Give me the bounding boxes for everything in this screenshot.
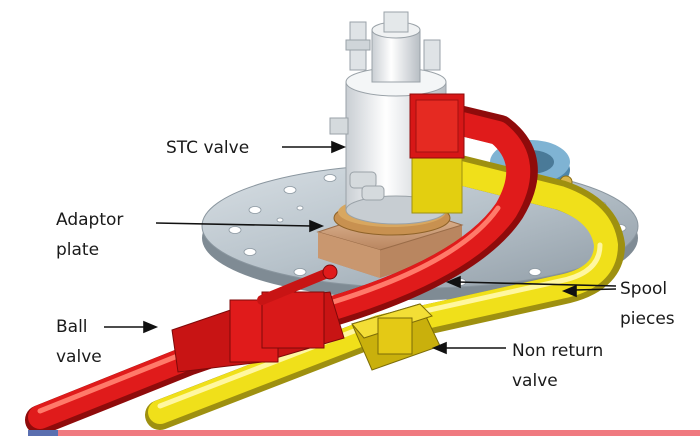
label-spool-pieces-2: pieces: [620, 309, 675, 329]
ball-valve: [171, 264, 345, 373]
spool-pieces-leader-yellow: [573, 288, 617, 291]
non-return-valve-arrowhead: [431, 341, 447, 355]
adaptor-plate-leader: [155, 222, 313, 227]
adaptor-plate-arrowhead: [309, 219, 325, 233]
label-stc-valve: STC valve: [166, 138, 249, 158]
red-spool-pipe: [25, 93, 538, 435]
spool-pieces-leader-red: [457, 281, 617, 287]
stc-valve-arrowhead: [331, 140, 347, 154]
label-non-return-valve-2: valve: [512, 371, 558, 391]
leader-arrows: [104, 140, 617, 355]
spool-pieces-arrowhead-yellow: [561, 284, 577, 298]
label-non-return-valve-1: Non return: [512, 341, 603, 361]
non-return-valve: [351, 303, 441, 371]
ball-valve-arrowhead: [143, 320, 159, 334]
bottom-accent-bar: [28, 430, 700, 436]
spool-pieces-arrowhead-red: [445, 275, 461, 289]
bottom-accent-mark: [28, 430, 58, 436]
label-spool-pieces-1: Spool: [620, 279, 667, 299]
label-ball-valve-2: valve: [56, 347, 102, 367]
label-ball-valve-1: Ball: [56, 317, 88, 337]
label-adaptor-plate-1: Adaptor: [56, 210, 123, 230]
label-adaptor-plate-2: plate: [56, 240, 99, 260]
